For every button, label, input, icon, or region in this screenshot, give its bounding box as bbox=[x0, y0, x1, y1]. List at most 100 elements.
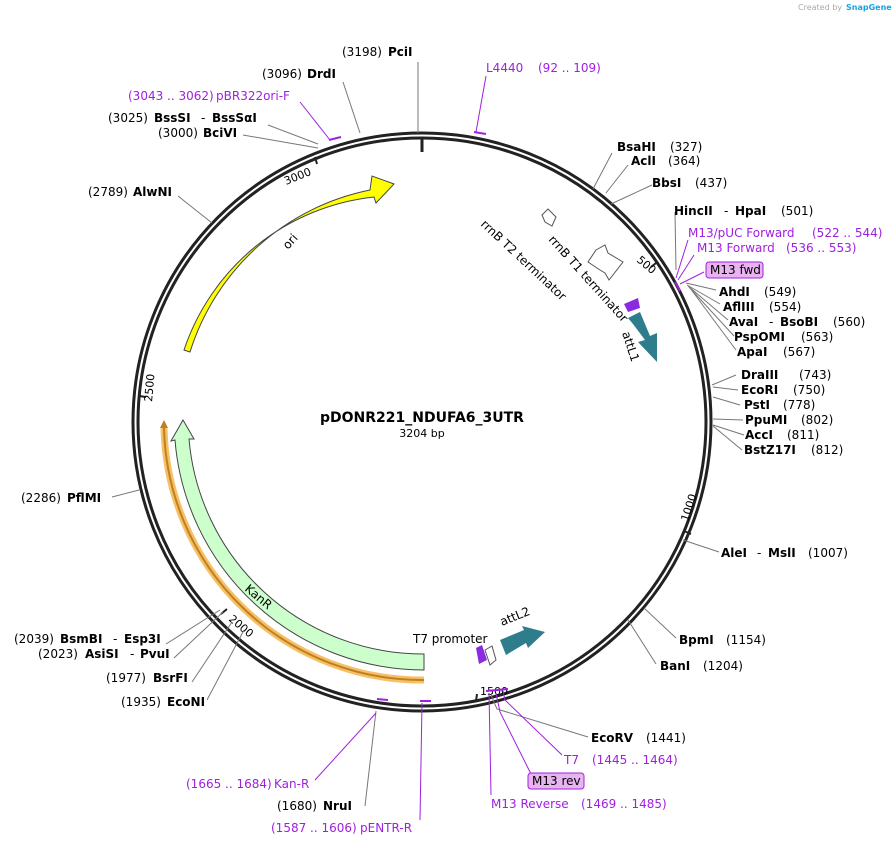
enzyme-hpai[interactable]: HpaI bbox=[735, 204, 766, 218]
primer-range-kan-r: (1665 .. 1684) bbox=[186, 777, 272, 791]
enzyme-ecorv[interactable]: EcoRV bbox=[591, 731, 634, 745]
enzyme-asisi[interactable]: AsiSI bbox=[85, 647, 119, 661]
t7-m13rev-mark bbox=[485, 688, 509, 692]
enzyme-pvui[interactable]: PvuI bbox=[140, 647, 170, 661]
enzyme-pos-alwni: (2789) bbox=[88, 185, 128, 199]
svg-text:-: - bbox=[769, 315, 773, 329]
enzyme-acci[interactable]: AccI bbox=[745, 428, 773, 442]
primer-range-m13-puc: (522 .. 544) bbox=[812, 226, 882, 240]
enzyme-bsmbi[interactable]: BsmBI bbox=[60, 632, 102, 646]
primer-range-m13-forward: (536 .. 553) bbox=[786, 241, 856, 255]
ori-label: ori bbox=[280, 231, 301, 252]
l4440-mark bbox=[473, 131, 487, 135]
primer-t7[interactable]: T7 bbox=[563, 753, 579, 767]
tick-label-1500: 1500 bbox=[480, 685, 508, 698]
tick-label-1000: 1000 bbox=[678, 492, 699, 523]
enzyme-pspomi[interactable]: PspOMI bbox=[734, 330, 785, 344]
enzyme-afliii[interactable]: AflIII bbox=[723, 300, 755, 314]
enzyme-pos-pflmi: (2286) bbox=[21, 491, 61, 505]
enzyme-ahdi[interactable]: AhdI bbox=[719, 285, 750, 299]
enzyme-alei[interactable]: AleI bbox=[721, 546, 747, 560]
ori-arrow[interactable] bbox=[183, 175, 395, 353]
enzyme-acli[interactable]: AclI bbox=[631, 154, 656, 168]
rrnb-t2-arrow[interactable] bbox=[541, 208, 557, 227]
enzyme-bpmi[interactable]: BpmI bbox=[679, 633, 714, 647]
rrnb-t1-arrow[interactable] bbox=[587, 244, 624, 281]
attL2-arrow[interactable] bbox=[500, 626, 545, 655]
primer-l4440[interactable]: L4440 bbox=[486, 61, 523, 75]
enzyme-leader-lines bbox=[111, 62, 745, 807]
enzyme-bani[interactable]: BanI bbox=[660, 659, 690, 673]
enzyme-bsssalphai[interactable]: BssSαI bbox=[212, 111, 257, 125]
enzyme-pos-afliii: (554) bbox=[769, 300, 801, 314]
enzyme-ppumi[interactable]: PpuMI bbox=[745, 413, 787, 427]
enzyme-pflmi[interactable]: PflMI bbox=[67, 491, 101, 505]
primer-kan-r[interactable]: Kan-R bbox=[274, 777, 309, 791]
primer-m13-forward[interactable]: M13 Forward bbox=[697, 241, 775, 255]
primer-leader-lines bbox=[299, 75, 705, 821]
enzyme-esp3i[interactable]: Esp3I bbox=[124, 632, 161, 646]
primer-pentr-r[interactable]: pENTR-R bbox=[360, 821, 412, 835]
enzyme-pos-acli: (364) bbox=[668, 154, 700, 168]
primer-m13-puc-forward[interactable]: M13/pUC Forward bbox=[688, 226, 795, 240]
enzyme-pos-pcii: (3198) bbox=[342, 45, 382, 59]
m13-fwd-primer-arrow[interactable] bbox=[624, 298, 640, 312]
enzyme-psti[interactable]: PstI bbox=[744, 398, 770, 412]
tick-marks bbox=[138, 156, 692, 702]
kan-primer-line bbox=[163, 427, 425, 682]
enzyme-pos-bsssi: (3025) bbox=[108, 111, 148, 125]
enzyme-draiii[interactable]: DraIII bbox=[741, 368, 778, 382]
enzyme-pos-bpmi: (1154) bbox=[726, 633, 766, 647]
kanr-primer-mark bbox=[376, 698, 389, 701]
m13-rev-badge[interactable] bbox=[527, 772, 585, 790]
primer-pbr322ori-f[interactable]: pBR322ori-F bbox=[216, 89, 290, 103]
primer-m13-fwd: M13 fwd bbox=[710, 263, 761, 277]
primer-m13-rev: M13 rev bbox=[532, 774, 581, 788]
enzyme-bsobi[interactable]: BsoBI bbox=[780, 315, 818, 329]
enzyme-pos-bcivi: (3000) bbox=[158, 126, 198, 140]
t7-promoter-arrow[interactable] bbox=[484, 645, 497, 666]
rrnb-t2-label: rrnB T2 terminator bbox=[478, 217, 569, 303]
enzyme-pos-psti: (778) bbox=[783, 398, 815, 412]
enzyme-pos-ecorv: (1441) bbox=[646, 731, 686, 745]
enzyme-bsahi[interactable]: BsaHI bbox=[617, 140, 656, 154]
enzyme-pos-avai: (560) bbox=[833, 315, 865, 329]
attL1-label: attL1 bbox=[619, 330, 642, 364]
enzyme-pos-acci: (811) bbox=[787, 428, 819, 442]
m13-rev-primer-arrow[interactable] bbox=[476, 645, 487, 664]
m13-fwd-mark bbox=[674, 281, 681, 292]
enzyme-bsrfi[interactable]: BsrFI bbox=[153, 671, 188, 685]
attL1-arrow[interactable] bbox=[628, 312, 657, 362]
kanr-arrow[interactable] bbox=[169, 418, 425, 671]
enzyme-apai[interactable]: ApaI bbox=[737, 345, 767, 359]
enzyme-alwni[interactable]: AlwNI bbox=[133, 185, 172, 199]
enzyme-drdi[interactable]: DrdI bbox=[307, 67, 336, 81]
primer-range-pentr-r: (1587 .. 1606) bbox=[271, 821, 357, 835]
enzyme-pos-ecori: (750) bbox=[793, 383, 825, 397]
enzyme-econi[interactable]: EcoNI bbox=[167, 695, 205, 709]
m13-fwd-badge[interactable] bbox=[705, 261, 764, 279]
enzyme-nrui[interactable]: NruI bbox=[323, 799, 352, 813]
enzyme-bcivi[interactable]: BciVI bbox=[203, 126, 237, 140]
enzyme-pos-bbsi: (437) bbox=[695, 176, 727, 190]
enzyme-avai[interactable]: AvaI bbox=[729, 315, 758, 329]
tick-label-3000: 3000 bbox=[282, 165, 313, 188]
credit-created-by: Created by bbox=[798, 3, 842, 12]
enzyme-pos-ahdi: (549) bbox=[764, 285, 796, 299]
enzyme-bstz17i[interactable]: BstZ17I bbox=[744, 443, 796, 457]
svg-text:-: - bbox=[113, 632, 117, 646]
enzyme-pos-bstz17i: (812) bbox=[811, 443, 843, 457]
enzyme-bsssi[interactable]: BssSI bbox=[154, 111, 191, 125]
enzyme-ecori[interactable]: EcoRI bbox=[741, 383, 778, 397]
kan-primer-arrowhead bbox=[160, 420, 168, 428]
enzyme-pcii[interactable]: PciI bbox=[388, 45, 413, 59]
primer-m13-reverse[interactable]: M13 Reverse bbox=[491, 797, 569, 811]
snapgene-logo: SnapGene bbox=[846, 3, 892, 12]
svg-text:-: - bbox=[724, 204, 728, 218]
enzyme-hincii[interactable]: HincII bbox=[674, 204, 713, 218]
enzyme-pos-bsrfi: (1977) bbox=[106, 671, 146, 685]
enzyme-msli[interactable]: MslI bbox=[768, 546, 796, 560]
enzyme-bbsi[interactable]: BbsI bbox=[652, 176, 681, 190]
primer-range-t7: (1445 .. 1464) bbox=[592, 753, 678, 767]
enzyme-pos-nrui: (1680) bbox=[277, 799, 317, 813]
